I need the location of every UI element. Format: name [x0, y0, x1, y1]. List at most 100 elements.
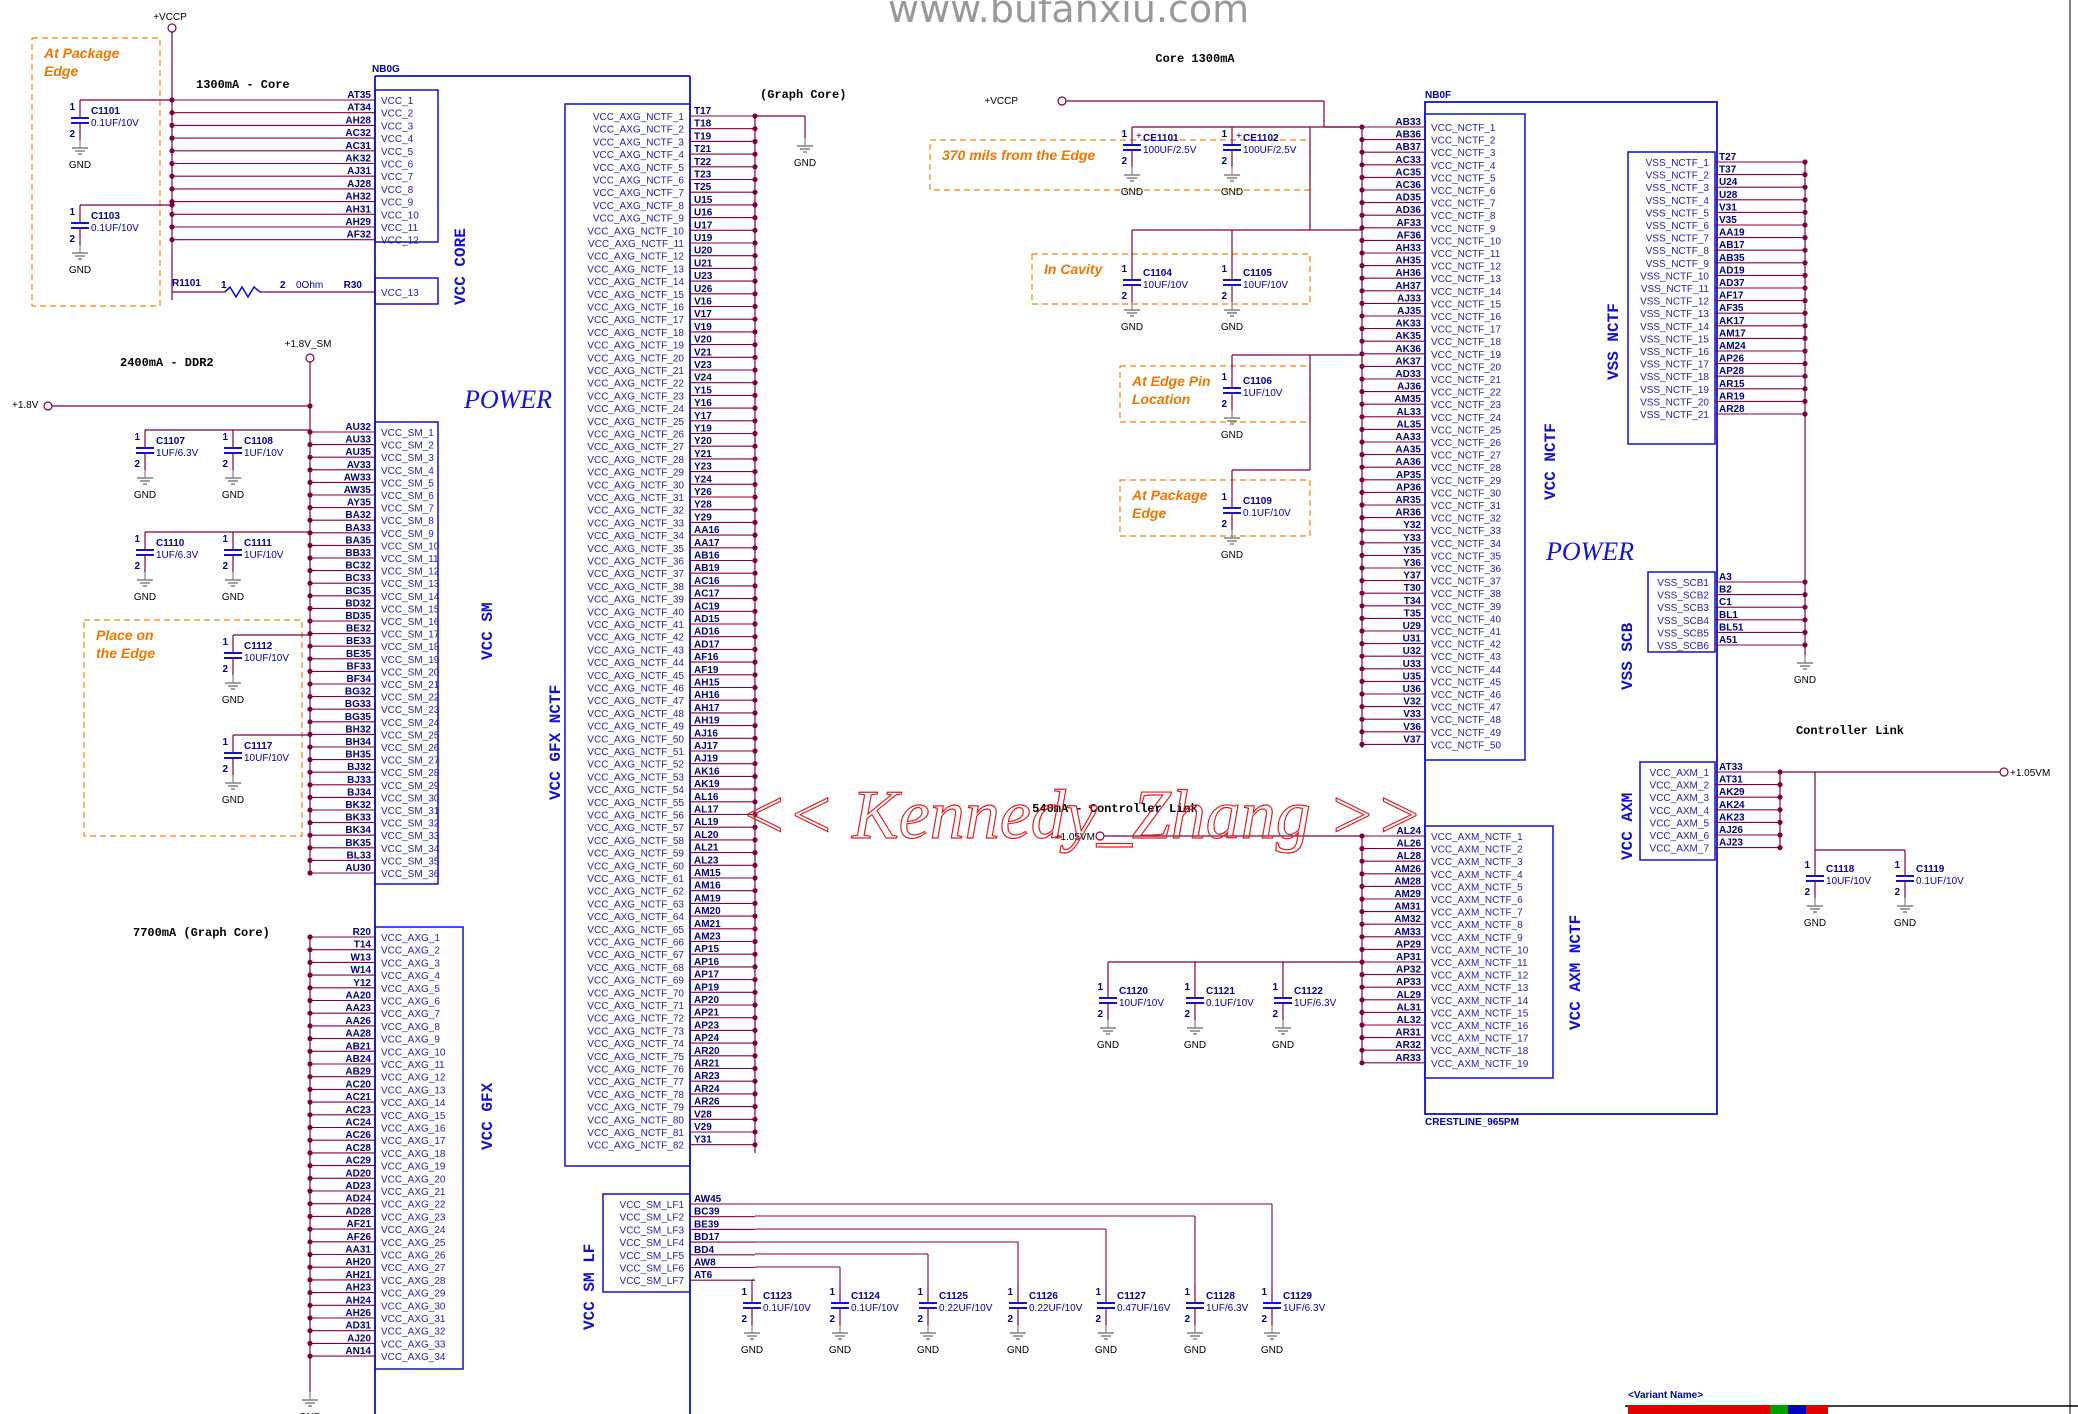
ground-label: GND [134, 592, 156, 603]
pin-signal: VCC_AXG_28 [381, 1276, 446, 1287]
junction-dot [752, 964, 758, 970]
cap-pin-number: 1 [69, 102, 75, 113]
pin-number: AV33 [347, 460, 372, 471]
pin-signal: VCC_AXG_NCTF_71 [587, 1001, 684, 1012]
pin-group [602, 1193, 691, 1293]
annotation-note: At Package [43, 45, 120, 61]
pin-number: AC17 [694, 589, 720, 600]
pin-number: AJ31 [347, 166, 371, 177]
junction-dot [752, 938, 758, 945]
capacitor-value: 0.1UF/10V [1243, 508, 1291, 519]
pin-number: AP26 [1719, 354, 1744, 365]
pin-signal: VCC_AXM_NCTF_6 [1431, 895, 1523, 906]
junction-dot [169, 110, 175, 116]
pin-signal: VCC_NCTF_8 [1431, 211, 1496, 222]
pin-number: AH36 [1395, 268, 1421, 279]
pin-signal: VCC_SM_16 [381, 617, 440, 628]
pin-number: AM20 [694, 906, 721, 917]
junction-dot [307, 1086, 313, 1092]
pin-number: Y37 [1403, 571, 1421, 582]
junction-dot [307, 1328, 313, 1334]
pin-signal: VCC_NCTF_41 [1431, 627, 1501, 638]
capacitor-value: 1UF/10V [244, 550, 284, 561]
junction-dot [752, 176, 758, 183]
pin-signal: VCC_NCTF_34 [1431, 539, 1501, 550]
pin-signal: VCC_AXG_33 [381, 1339, 446, 1350]
capacitor-value: 10UF/10V [1826, 876, 1871, 887]
capacitor-ref: C1119 [1916, 864, 1945, 875]
capacitor-value: 10UF/10V [1143, 280, 1188, 291]
pin-number: BK34 [345, 825, 371, 836]
junction-dot [307, 832, 313, 838]
pin-number: V29 [694, 1122, 712, 1133]
junction-dot [169, 122, 175, 128]
junction-dot [1359, 846, 1365, 852]
junction-dot [307, 1251, 313, 1258]
pin-number: AW33 [344, 472, 372, 483]
pin-signal: VCC_AXM_NCTF_12 [1431, 971, 1529, 982]
junction-dot [169, 97, 175, 103]
pin-number: AP28 [1719, 366, 1744, 377]
pin-number: AL17 [694, 805, 719, 816]
junction-dot [307, 656, 313, 662]
pin-signal: VCC_NCTF_46 [1431, 690, 1501, 701]
pin-number: AA16 [694, 525, 720, 536]
pin-number: T21 [694, 144, 712, 155]
pin-signal: VCC_AXG_5 [381, 984, 440, 995]
cap-pin-number: 1 [1272, 982, 1278, 993]
pin-number: AH28 [345, 115, 371, 126]
pin-signal: VSS_NCTF_13 [1640, 309, 1709, 320]
pin-number: AA20 [345, 991, 371, 1002]
pin-signal: VCC_AXM_5 [1650, 818, 1710, 829]
junction-dot [752, 278, 758, 284]
junction-dot [1359, 225, 1365, 231]
junction-dot [752, 456, 758, 462]
pin-number: AJ23 [1719, 838, 1743, 849]
cap-pin-number: 1 [1007, 1287, 1013, 1298]
pin-number: AH35 [1395, 256, 1421, 267]
pin-number: AR15 [1719, 379, 1745, 390]
junction-dot [1802, 373, 1808, 379]
color-bar [1770, 1405, 1788, 1414]
cap-pin-number: 1 [1184, 982, 1190, 993]
cap-pin-number: 1 [917, 1287, 923, 1298]
pin-number: V21 [694, 347, 712, 358]
junction-dot [307, 505, 313, 511]
pin-number: AK17 [1719, 316, 1745, 327]
pin-signal: VCC_AXG_NCTF_68 [587, 963, 684, 974]
junction-dot [307, 1023, 313, 1029]
pin-signal: VCC_NCTF_29 [1431, 476, 1501, 487]
junction-dot [307, 605, 313, 612]
section-title: Controller Link [1796, 724, 1904, 738]
junction-dot [752, 507, 758, 513]
pin-number: AF36 [1397, 230, 1422, 241]
junction-dot [752, 850, 758, 856]
junction-dot [752, 1091, 758, 1097]
pin-signal: VCC_NCTF_40 [1431, 614, 1501, 625]
junction-dot [1359, 858, 1365, 864]
pin-signal: VCC_AXG_NCTF_57 [587, 823, 684, 834]
pin-signal: VCC_AXG_NCTF_28 [587, 455, 684, 466]
pin-signal: VCC_SM_36 [381, 869, 440, 880]
pin-signal: VCC_AXG_27 [381, 1263, 446, 1274]
pin-number: AL24 [1397, 826, 1422, 837]
pin-number: AH32 [345, 192, 371, 203]
ground-label: GND [1221, 322, 1243, 333]
ground-label: GND [1261, 1345, 1283, 1356]
junction-dot [752, 951, 758, 957]
capacitor-value: 0.1UF/10V [91, 118, 139, 129]
cap-pin-number: 1 [741, 1287, 747, 1298]
pin-number: AH21 [345, 1270, 371, 1281]
junction-dot [1359, 946, 1365, 953]
junction-dot [307, 694, 313, 700]
pin-signal: VCC_AXG_NCTF_39 [587, 595, 684, 606]
pin-number: U24 [1719, 177, 1738, 188]
block-label: VSS NCTF [1605, 303, 1623, 380]
pin-number: AF26 [347, 1232, 372, 1243]
pin-number: AK23 [1719, 812, 1745, 823]
capacitor-value: 10UF/10V [1119, 998, 1164, 1009]
pin-signal: VCC_9 [381, 198, 414, 209]
pin-number: V17 [694, 309, 712, 320]
pin-number: AM16 [694, 881, 721, 892]
pin-signal: VCC_NCTF_31 [1431, 501, 1501, 512]
